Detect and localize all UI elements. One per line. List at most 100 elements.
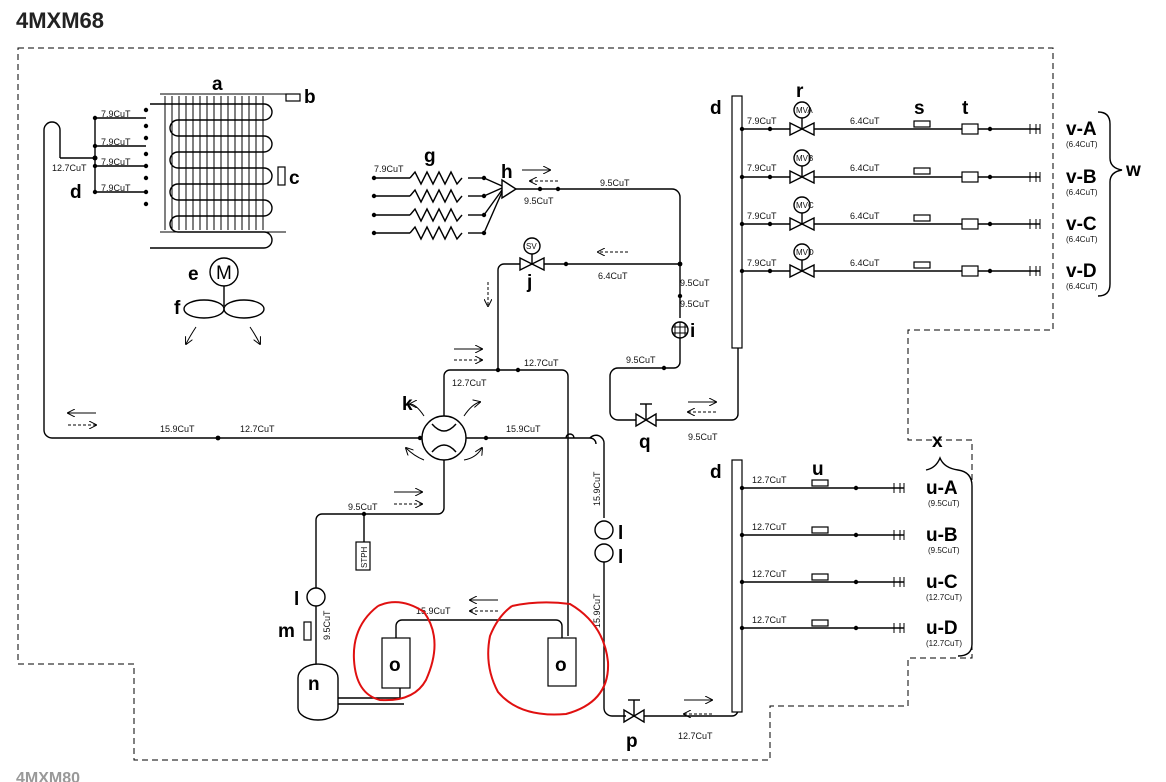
- port-suffix: -A: [938, 478, 958, 499]
- port-suffix: -D: [1077, 261, 1097, 282]
- next-diagram-title-cutoff: 4MXM80: [16, 770, 81, 782]
- muffler-l-right: [594, 520, 614, 563]
- pipe-label: 9.5CuT: [600, 178, 630, 188]
- stop-valve-q: 9.5CuT: [635, 348, 739, 442]
- pipe-label: 12.7CuT: [752, 615, 787, 625]
- svg-text:u-D: u-D: [926, 618, 958, 639]
- svg-text:u-C: u-C: [926, 572, 958, 593]
- svg-text:v-B: v-B: [1066, 167, 1097, 188]
- label-w: w: [1125, 160, 1141, 181]
- port-size: (12.7CuT): [926, 593, 962, 602]
- pipe-label: 12.7CuT: [752, 569, 787, 579]
- pipe-label: 7.9CuT: [101, 157, 131, 167]
- port-size: (9.5CuT): [928, 499, 960, 508]
- port-suffix: -D: [938, 618, 958, 639]
- valve-label: MVD: [796, 248, 814, 257]
- branch-v-d: MVD 7.9CuT 6.4CuT: [739, 243, 1041, 279]
- valve-label: MVA: [796, 106, 813, 115]
- stph-label: STPH: [360, 546, 369, 568]
- compressors-o: 15.9CuT: [381, 606, 577, 689]
- label-k: k: [402, 394, 413, 415]
- branch-v-b: MVB 7.9CuT 6.4CuT: [739, 149, 1041, 185]
- bracket-w: [1097, 111, 1123, 297]
- label-p: p: [626, 731, 638, 752]
- pipe-label: 7.9CuT: [101, 137, 131, 147]
- sensor-b: [285, 93, 301, 102]
- unit-boundary: [17, 47, 1054, 761]
- pipe-label: 15.9CuT: [592, 593, 602, 628]
- pipe-label: 6.4CuT: [850, 163, 880, 173]
- port-u-d: u-D (12.7CuT): [926, 618, 962, 648]
- port-letter: v: [1066, 214, 1077, 235]
- label-l: l: [618, 523, 623, 544]
- port-size: (6.4CuT): [1066, 282, 1098, 291]
- pipe-label: 12.7CuT: [452, 378, 487, 388]
- pipe-label: 15.9CuT: [160, 424, 195, 434]
- label-x: x: [932, 431, 943, 452]
- pipe-label: 12.7CuT: [752, 522, 787, 532]
- port-suffix: -A: [1077, 119, 1097, 140]
- port-suffix: -B: [1077, 167, 1097, 188]
- pipe-label: 7.9CuT: [101, 183, 131, 193]
- port-letter: u: [926, 525, 938, 546]
- pipe-label: 9.5CuT: [348, 502, 378, 512]
- port-size: (6.4CuT): [1066, 140, 1098, 149]
- port-size: (6.4CuT): [1066, 235, 1098, 244]
- label-j: j: [526, 272, 532, 293]
- port-suffix: -C: [1077, 214, 1097, 235]
- pipe-label: 7.9CuT: [747, 211, 777, 221]
- port-v-d: v-D (6.4CuT): [1066, 261, 1098, 291]
- svg-text:v-C: v-C: [1066, 214, 1097, 235]
- sensor-c: [277, 166, 286, 186]
- label-d: d: [70, 182, 82, 203]
- port-letter: v: [1066, 167, 1077, 188]
- label-s: s: [914, 98, 925, 119]
- port-suffix: -C: [938, 572, 958, 593]
- pipe-label: 6.4CuT: [850, 116, 880, 126]
- pipe-label: 12.7CuT: [524, 358, 559, 368]
- label-g: g: [424, 146, 436, 167]
- branch-v-c: MVC 7.9CuT 6.4CuT: [739, 196, 1041, 232]
- pipe-label: 6.4CuT: [850, 258, 880, 268]
- pipe-label: 9.5CuT: [680, 299, 710, 309]
- port-letter: u: [926, 478, 938, 499]
- label-i: i: [690, 321, 695, 342]
- port-u-b: u-B (9.5CuT): [926, 525, 960, 555]
- sv-label: SV: [526, 242, 537, 251]
- port-suffix: -B: [938, 525, 958, 546]
- port-v-a: v-A (6.4CuT): [1066, 119, 1098, 149]
- solenoid-valve-j: SV 6.4CuT: [497, 237, 680, 290]
- port-letter: v: [1066, 119, 1077, 140]
- label-a: a: [212, 74, 223, 95]
- annotation-circle-left: [352, 601, 436, 702]
- pipe-label: 6.4CuT: [850, 211, 880, 221]
- fan-motor: M: [183, 257, 265, 344]
- pipe-label: 7.9CuT: [747, 163, 777, 173]
- label-u: u: [812, 459, 824, 480]
- pipe-label: 15.9CuT: [592, 471, 602, 506]
- pipe-label: 12.7CuT: [52, 163, 87, 173]
- pressure-sensor-stph: STPH: [355, 514, 371, 571]
- label-l: l: [294, 589, 299, 610]
- pipe-label: 9.5CuT: [626, 355, 656, 365]
- label-l: l: [618, 547, 623, 568]
- label-o: o: [555, 655, 567, 676]
- pipe-label: 7.9CuT: [747, 258, 777, 268]
- valve-label: MVB: [796, 154, 813, 163]
- branch-v-a: MVA 7.9CuT 6.4CuT: [739, 101, 1041, 137]
- svg-text:v-D: v-D: [1066, 261, 1097, 282]
- muffler-l-left: 9.5CuT: [306, 587, 332, 664]
- label-e: e: [188, 264, 199, 285]
- branch-u-d: 12.7CuT: [739, 615, 905, 633]
- pipe-label: 7.9CuT: [374, 164, 404, 174]
- annotation-circle-right: [487, 601, 610, 716]
- pipe-label: 9.5CuT: [680, 278, 710, 288]
- motor-label: M: [216, 263, 232, 284]
- branch-u-c: 12.7CuT: [739, 569, 905, 587]
- label-o: o: [389, 655, 401, 676]
- header-d-liquid: [731, 95, 743, 349]
- sensor-m: [303, 621, 312, 641]
- pipe-label: 9.5CuT: [688, 432, 718, 442]
- bracket-x: [925, 456, 973, 657]
